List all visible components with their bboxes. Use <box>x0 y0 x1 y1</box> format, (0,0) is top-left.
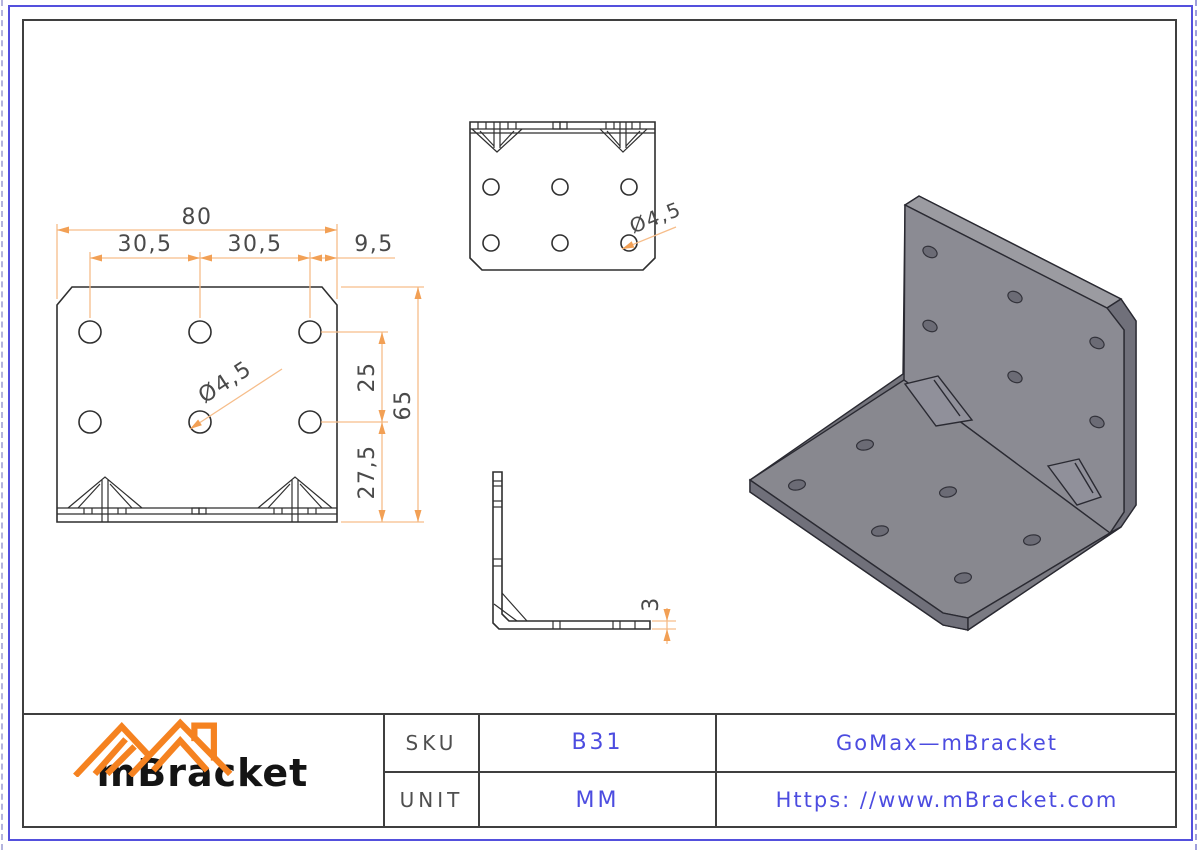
gusset-rib-left-top <box>471 122 523 153</box>
label-column: SKU UNIT <box>383 715 478 828</box>
front-view: 80 30,5 30,5 9,5 25 27,5 65 <box>56 205 424 523</box>
inner-frame <box>22 19 1177 828</box>
side-view: 3 <box>492 471 676 644</box>
gusset-rib-left <box>67 476 143 522</box>
dim-total-width: 80 <box>182 205 213 230</box>
logo-cell: mBracket <box>22 715 383 828</box>
mbracket-logo <box>73 718 233 777</box>
page-edge-dash-right <box>1195 0 1197 850</box>
dim-edge-offset: 9,5 <box>354 232 394 257</box>
company-name: GoMax—mBracket <box>835 730 1058 755</box>
side-hole-ticks <box>493 480 636 629</box>
dim-hole-pitch-right: 30,5 <box>228 232 283 257</box>
isometric-view <box>748 195 1137 632</box>
dim-bottom-offset: 27,5 <box>355 445 380 500</box>
page-edge-dash-left <box>1 0 3 850</box>
website-url: Https: //www.mBracket.com <box>775 788 1119 813</box>
outer-border <box>8 5 1193 841</box>
dim-thickness: 3 <box>639 596 664 612</box>
iso-gussets <box>903 375 1103 506</box>
dim-total-height: 65 <box>391 390 416 421</box>
top-view: Ø4,5 <box>469 121 685 271</box>
iso-holes-vertical <box>922 245 1105 429</box>
gusset-rib-right-top <box>599 122 648 153</box>
sku-value: B31 <box>571 730 624 756</box>
unit-value: MM <box>575 787 620 813</box>
iso-holes-base <box>787 439 1042 584</box>
sku-label: SKU <box>405 730 458 755</box>
info-column: GoMax—mBracket Https: //www.mBracket.com <box>715 715 1177 828</box>
unit-label: UNIT <box>399 788 464 813</box>
dim-row-pitch: 25 <box>355 362 380 393</box>
gusset-rib-right <box>257 476 333 522</box>
dim-hole-pitch-left: 30,5 <box>118 232 173 257</box>
title-block: mBracket SKU UNIT B31 MM GoMax—mBracket … <box>22 713 1177 828</box>
thickness-dimension: 3 <box>639 596 676 644</box>
value-column: B31 MM <box>478 715 715 828</box>
